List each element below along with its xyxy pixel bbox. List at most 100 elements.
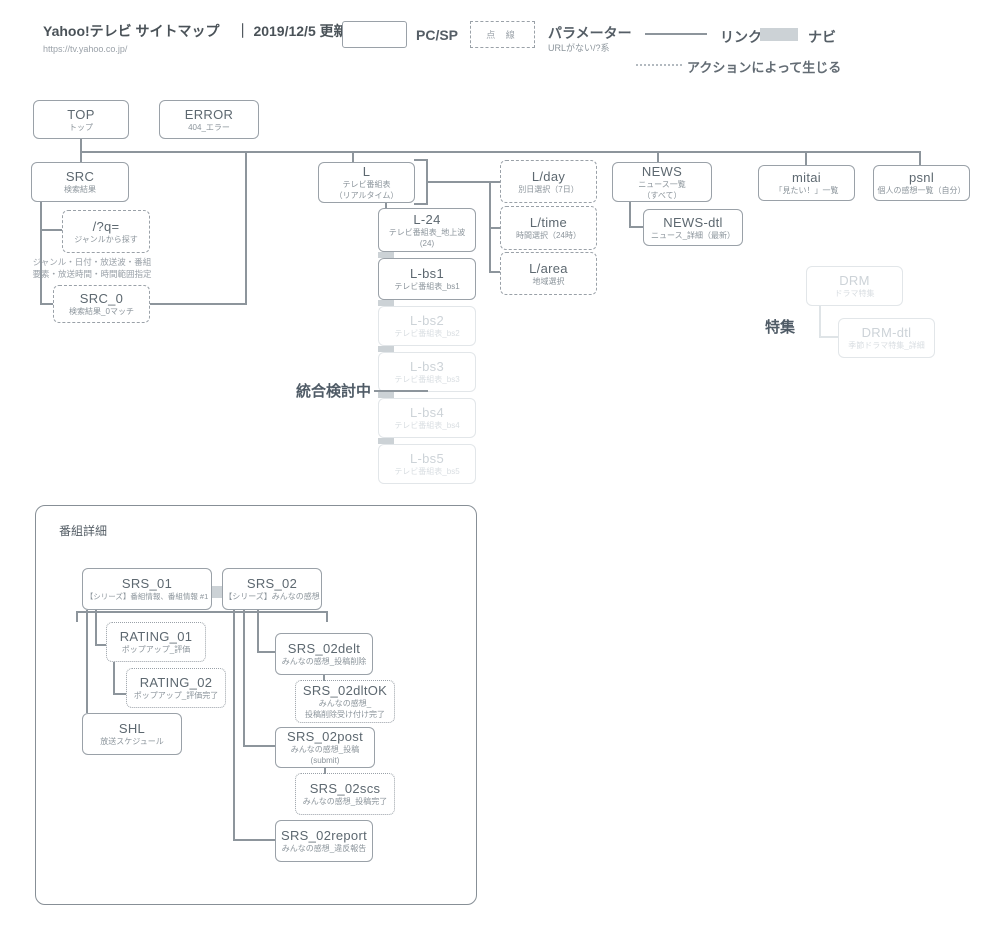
node-drmdtl-sub: 季節ドラマ特集_詳細 [848, 341, 925, 350]
search-filter-note-line1: ジャンル・日付・放送波・番組 [32, 257, 152, 267]
node-shl-sub: 放送スケジュール [100, 737, 164, 746]
nav-tab [378, 392, 394, 398]
connector-line [324, 768, 326, 774]
node-srs01[interactable]: SRS_01 【シリーズ】番組情報、番組情報 #1 [82, 568, 212, 610]
node-lday-title: L/day [531, 168, 566, 184]
node-srs02report-sub: みんなの感想_違反報告 [281, 844, 367, 853]
node-srs02report-title: SRS_02report [281, 828, 367, 843]
connector-line [257, 610, 259, 653]
node-src[interactable]: SRC 検索結果 [31, 162, 129, 202]
nav-tab [378, 438, 394, 444]
connector-line [113, 693, 126, 695]
node-drm[interactable]: DRM ドラマ特集 [806, 266, 903, 306]
node-ltime[interactable]: L/time 時間選択（24時） [500, 206, 597, 250]
connector-line [243, 745, 275, 747]
node-lbs1[interactable]: L-bs1 テレビ番組表_bs1 [378, 258, 476, 300]
connector-line [243, 610, 245, 747]
legend-parameter-label: パラメーター [548, 25, 632, 41]
connector-line [95, 610, 97, 646]
node-drmdtl-title: DRM-dtl [861, 325, 912, 340]
node-rating01-sub: ポップアップ_評価 [121, 645, 191, 654]
node-drmdtl[interactable]: DRM-dtl 季節ドラマ特集_詳細 [838, 318, 935, 358]
node-srs02post[interactable]: SRS_02post みんなの感想_投稿 (submit) [275, 727, 375, 768]
node-srs02scs-title: SRS_02scs [309, 781, 381, 796]
connector-line [113, 662, 115, 695]
node-error[interactable]: ERROR 404_エラー [159, 100, 259, 139]
node-lday[interactable]: L/day 別日選択（7日） [500, 160, 597, 203]
node-query-param[interactable]: /?q= ジャンルから探す [62, 210, 150, 253]
node-srs02report[interactable]: SRS_02report みんなの感想_違反報告 [275, 820, 373, 862]
node-l[interactable]: L テレビ番組表 （リアルタイム） [318, 162, 415, 203]
node-srs02scs[interactable]: SRS_02scs みんなの感想_投稿完了 [295, 773, 395, 815]
node-lbs5[interactable]: L-bs5 テレビ番組表_bs5 [378, 444, 476, 484]
node-srs02dltok-title: SRS_02dltOK [302, 683, 388, 698]
node-shl[interactable]: SHL 放送スケジュール [82, 713, 182, 755]
node-srs02dltok[interactable]: SRS_02dltOK みんなの感想_ 投稿削除受け付け完了 [295, 680, 395, 723]
node-l24-sub2: (24) [419, 238, 435, 248]
legend-pcsp-label: PC/SP [416, 27, 459, 43]
connector-line [919, 152, 921, 165]
nav-tab [378, 346, 394, 352]
node-mitai[interactable]: mitai 「見たい！」一覧 [758, 165, 855, 201]
node-larea[interactable]: L/area 地域選択 [500, 252, 597, 295]
node-lbs5-title: L-bs5 [409, 451, 445, 466]
node-newsdtl[interactable]: NEWS-dtl ニュース_詳細（最新） [643, 209, 743, 246]
node-news-sub: ニュース一覧 [638, 179, 686, 189]
node-lbs1-title: L-bs1 [409, 266, 445, 281]
node-srs02[interactable]: SRS_02 【シリーズ】みんなの感想 [222, 568, 322, 610]
node-l24[interactable]: L-24 テレビ番組表_地上波 (24) [378, 208, 476, 252]
feature-note: 特集 [765, 319, 796, 336]
node-ltime-sub: 時間選択（24時） [516, 231, 581, 240]
connector-line [257, 651, 275, 653]
connector-line [76, 611, 328, 613]
node-newsdtl-title: NEWS-dtl [663, 214, 723, 230]
connector-line [657, 152, 659, 162]
connector-line [40, 303, 53, 305]
legend-action-line-sample [636, 64, 682, 66]
node-src0-sub: 検索結果_0マッチ [69, 307, 134, 316]
node-newsdtl-sub: ニュース_詳細（最新） [650, 230, 736, 240]
node-srs02delt[interactable]: SRS_02delt みんなの感想_投稿削除 [275, 633, 373, 675]
page-title: Yahoo!テレビ サイトマップ｜ 2019/12/5 更新 [43, 21, 348, 41]
node-l24-title: L-24 [413, 211, 441, 227]
connector-line [629, 202, 631, 228]
connector-line [414, 203, 428, 205]
integration-annotation-line [374, 390, 428, 392]
connector-line [805, 152, 807, 165]
site-url: https://tv.yahoo.co.jp/ [43, 44, 128, 54]
connector-line [80, 139, 82, 152]
node-psnl-title: psnl [908, 170, 935, 185]
connector-line-faded [819, 336, 838, 338]
node-rating02[interactable]: RATING_02 ポップアップ_評価完了 [126, 668, 226, 708]
node-psnl[interactable]: psnl 個人の感想一覧（自分） [873, 165, 970, 201]
node-srs02dltok-sub: みんなの感想_ [318, 699, 372, 708]
integration-note: 統合検討中 [296, 383, 372, 400]
node-lbs4[interactable]: L-bs4 テレビ番組表_bs4 [378, 398, 476, 438]
connector-line [233, 610, 235, 841]
node-srs02post-title: SRS_02post [287, 729, 363, 744]
node-l-sub: テレビ番組表 [342, 180, 391, 189]
node-lbs2[interactable]: L-bs2 テレビ番組表_bs2 [378, 306, 476, 346]
node-src0[interactable]: SRC_0 検索結果_0マッチ [53, 285, 150, 323]
search-filter-note: ジャンル・日付・放送波・番組 要素・放送時間・時間範囲指定 [30, 256, 154, 280]
node-srs02delt-sub: みんなの感想_投稿削除 [281, 657, 367, 666]
node-news-title: NEWS [641, 163, 683, 179]
node-lbs4-sub: テレビ番組表_bs4 [394, 421, 460, 430]
node-news[interactable]: NEWS ニュース一覧 （すべて） [612, 162, 712, 202]
node-srs02-sub: 【シリーズ】みんなの感想 [224, 592, 320, 601]
node-lbs3[interactable]: L-bs3 テレビ番組表_bs3 [378, 352, 476, 392]
connector-line [426, 181, 500, 183]
node-error-sub: 404_エラー [188, 122, 230, 132]
node-top[interactable]: TOP トップ [33, 100, 129, 139]
connector-line [150, 303, 247, 305]
nav-tab [212, 586, 222, 598]
site-title: Yahoo!テレビ サイトマップ [43, 23, 220, 39]
node-psnl-sub: 個人の感想一覧（自分） [877, 186, 966, 195]
connector-line [95, 644, 106, 646]
node-rating01[interactable]: RATING_01 ポップアップ_評価 [106, 622, 206, 662]
connector-line [352, 152, 354, 162]
node-lbs3-sub: テレビ番組表_bs3 [394, 375, 460, 384]
connector-line-faded [819, 306, 821, 338]
legend-link-label: リンク [720, 29, 762, 45]
connector-line [86, 610, 88, 713]
